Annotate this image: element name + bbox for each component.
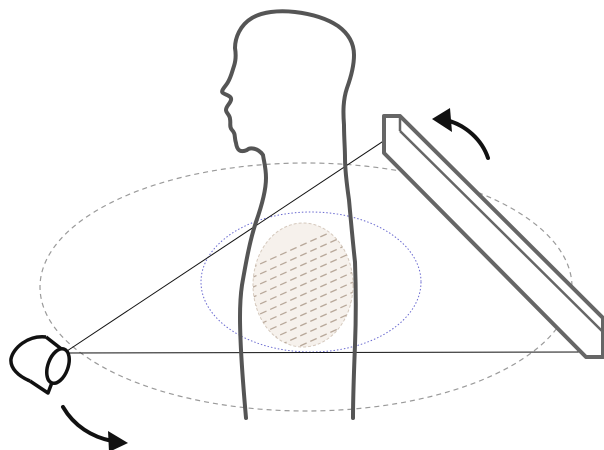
source-rotation-arrowhead — [108, 431, 128, 450]
detector-rotation-arrow — [446, 120, 488, 158]
detector-rotation-arrowhead — [432, 108, 452, 132]
source-rotation-arrow — [63, 407, 112, 441]
flat-panel-detector — [384, 116, 603, 357]
human-silhouette-profile — [222, 11, 356, 418]
x-ray-source — [11, 337, 74, 393]
